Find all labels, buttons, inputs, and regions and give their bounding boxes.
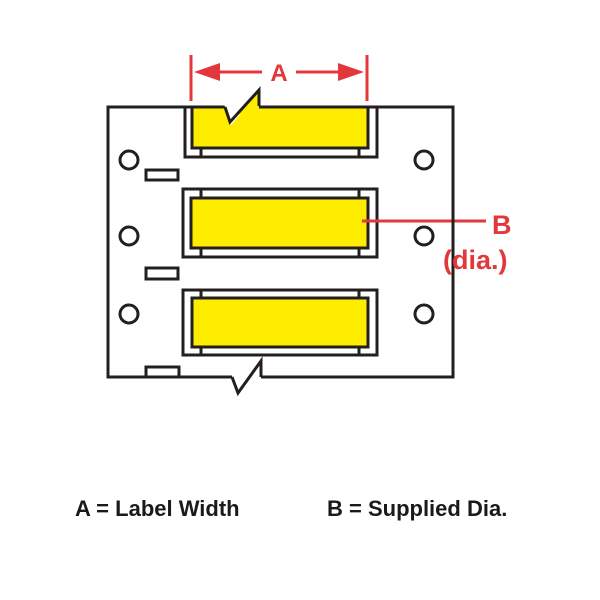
break-symbol-top [223,86,261,125]
carrier-notch [144,168,180,182]
sleeve-outline-1 [183,107,379,159]
sprocket-hole [413,303,435,325]
sprocket-hole [118,149,140,171]
label-sleeve-yellow-1 [190,105,370,150]
leader-sublabel-dia: (dia.) [443,245,508,275]
sprocket-hole [118,303,140,325]
break-symbol-bottom [230,356,263,397]
sprocket-hole [413,225,435,247]
sprocket-hole [118,225,140,247]
legend-a-definition: A = Label Width [75,496,240,521]
left-arrowhead-icon [194,63,220,81]
carrier-notch [144,266,180,281]
sprocket-hole [413,149,435,171]
carrier-notch [144,365,181,379]
label-sleeve-yellow-3 [190,296,370,349]
right-arrowhead-icon [338,63,364,81]
legend-b-definition: B = Supplied Dia. [327,496,507,521]
dimension-label-a: A [270,60,287,87]
label-sleeve-yellow-2 [189,196,370,250]
leader-label-b: B [492,210,512,240]
